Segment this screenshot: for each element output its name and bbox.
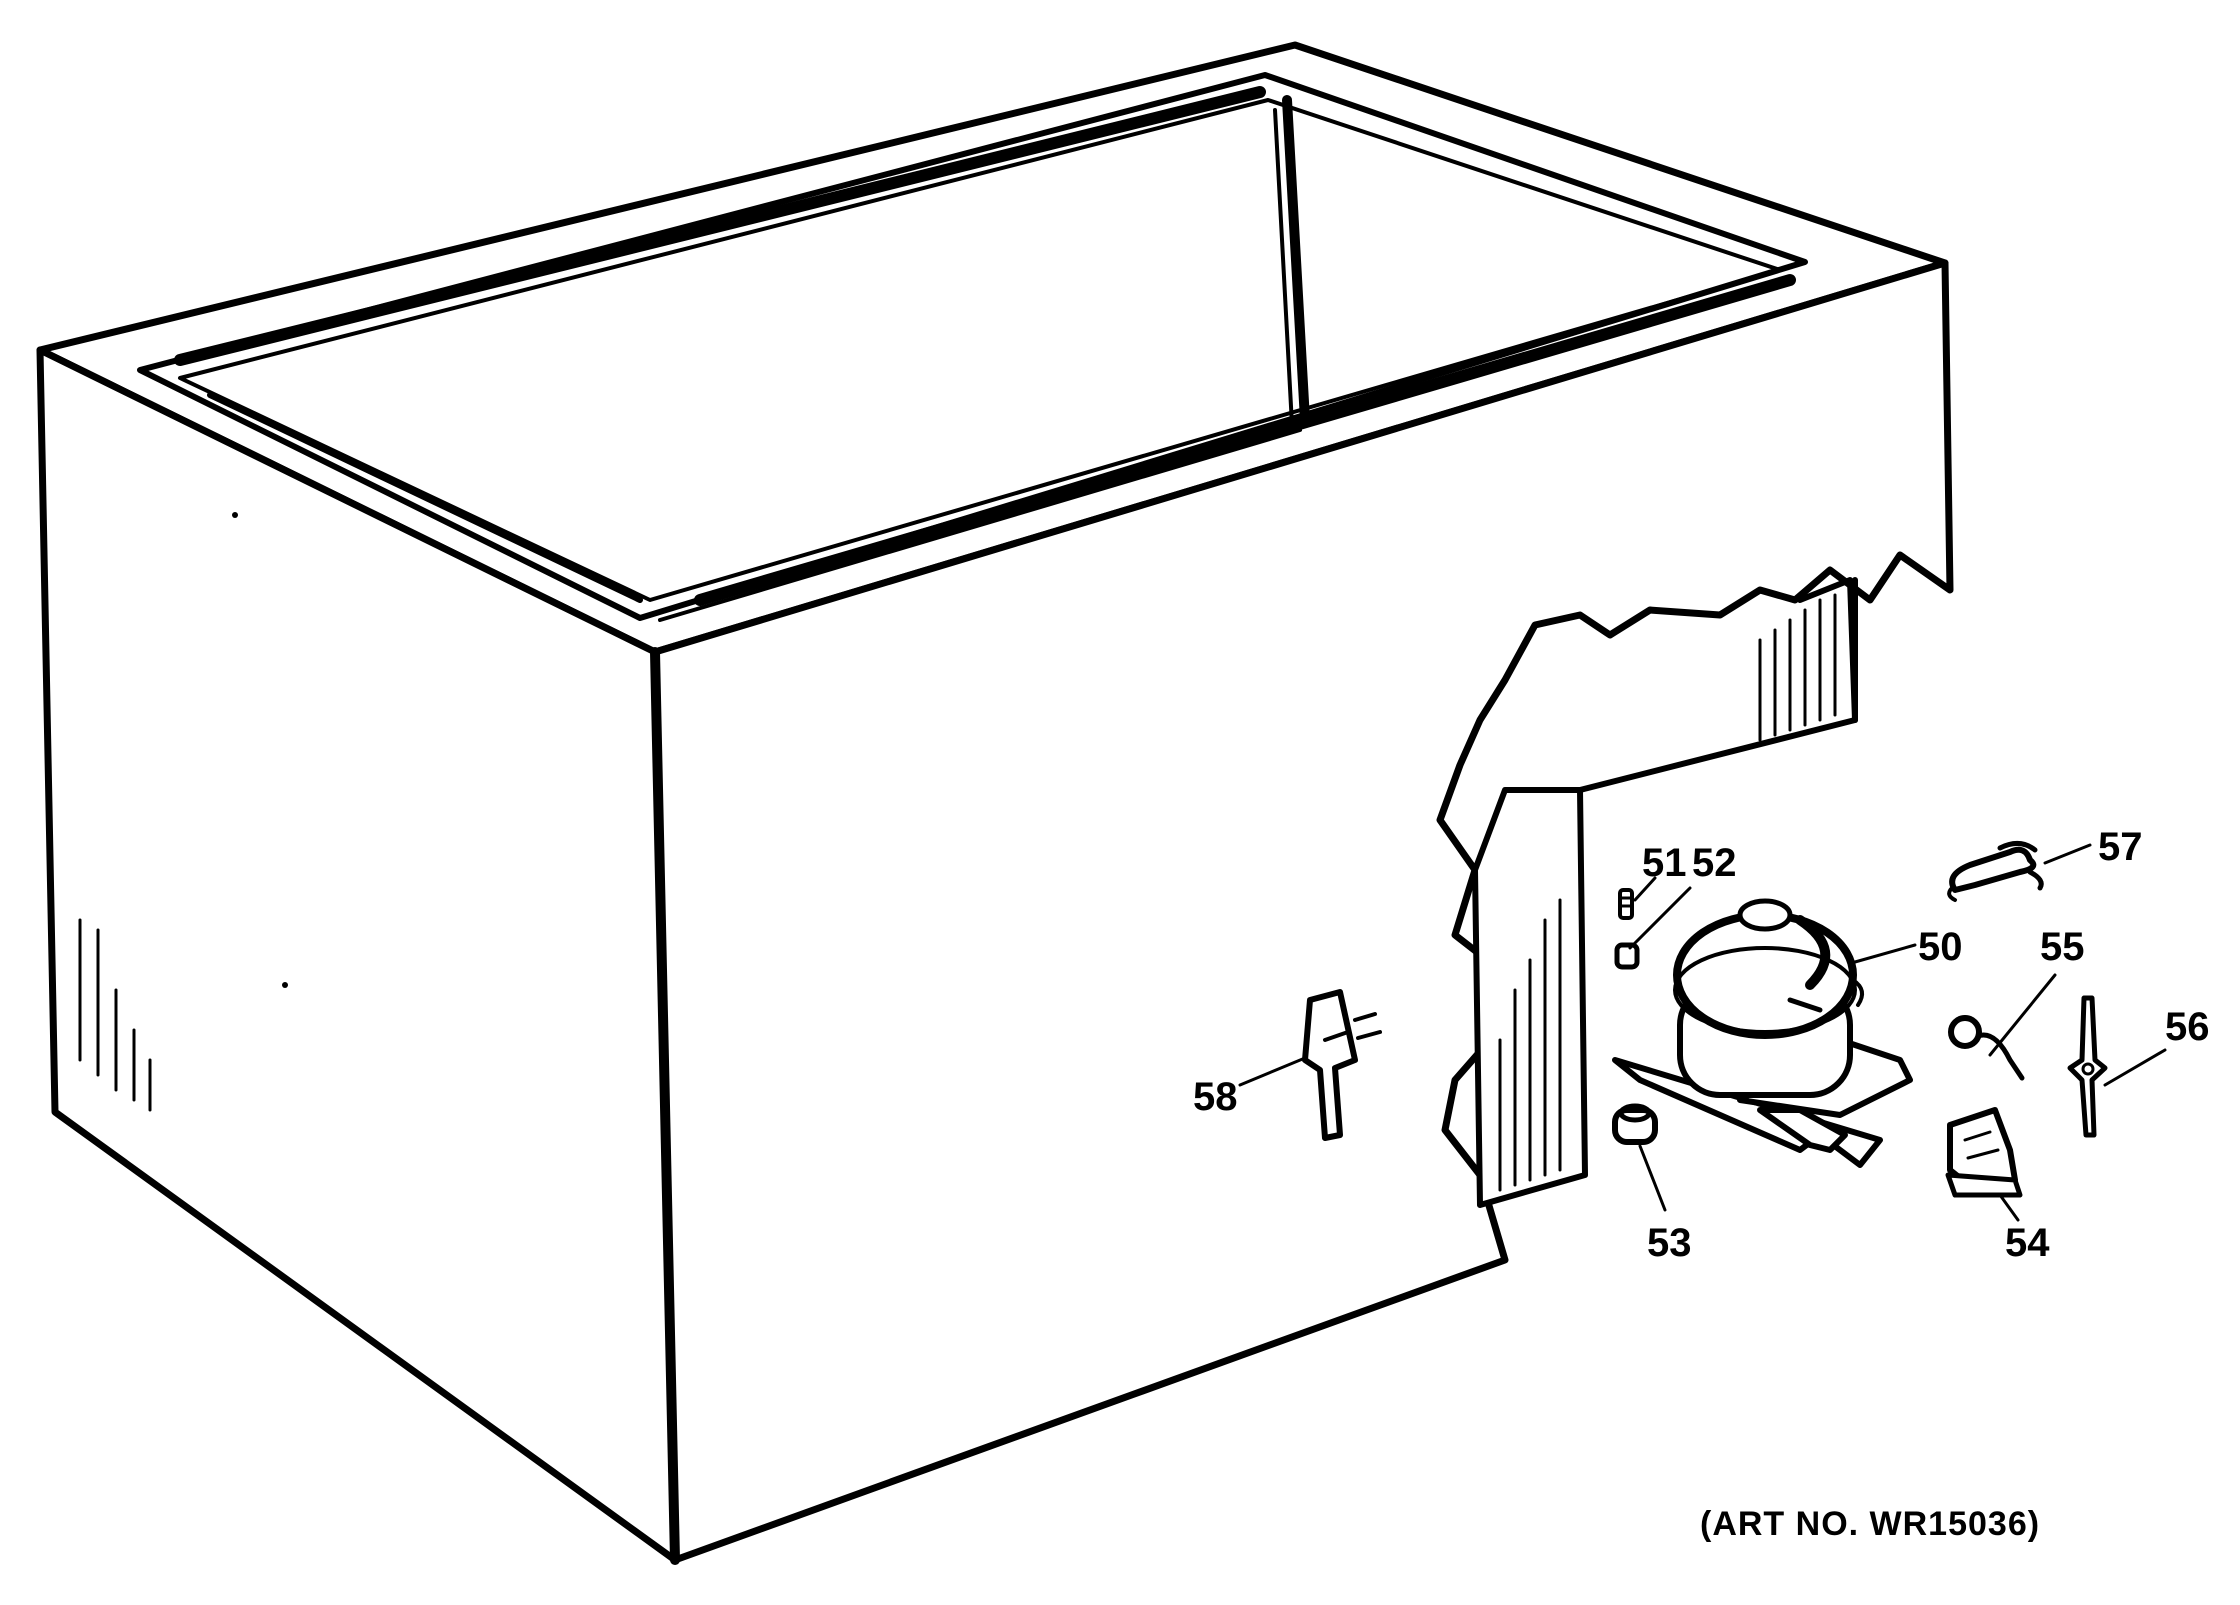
- overload-protector: [1948, 1015, 2025, 1081]
- callout-50: 50: [1918, 925, 1963, 969]
- scan-speck: [232, 512, 238, 518]
- wire-clamp: [1947, 841, 2044, 902]
- leader-57: [2043, 843, 2092, 865]
- relay: [1945, 1107, 2023, 1198]
- grommet: [1612, 1103, 1658, 1145]
- callout-54: 54: [2005, 1221, 2050, 1265]
- callout-51: 51: [1642, 841, 1687, 885]
- leader-52: [1628, 886, 1692, 950]
- callout-57: 57: [2098, 825, 2143, 869]
- callout-52: 52: [1692, 841, 1737, 885]
- callout-56: 56: [2165, 1005, 2210, 1049]
- leader-51: [1633, 876, 1657, 902]
- leader-50: [1853, 943, 1917, 964]
- leader-55: [1988, 973, 2057, 1057]
- leader-53: [1638, 1144, 1667, 1212]
- callout-58: 58: [1193, 1075, 1238, 1119]
- leader-lines: [1238, 843, 2167, 1222]
- screw: [1618, 888, 1634, 920]
- compressor: [1612, 898, 1913, 1168]
- shading-hatch: [78, 593, 1837, 1192]
- power-cord-plug: [1302, 989, 1382, 1141]
- sleeve: [1614, 942, 1640, 970]
- leader-58: [1238, 1056, 1307, 1087]
- freezer-cabinet: [36, 41, 1954, 1565]
- cover-clip: [2067, 995, 2108, 1138]
- leader-56: [2103, 1048, 2167, 1087]
- cabinet-opening: [137, 72, 1808, 621]
- art-number: (ART NO. WR15036): [1700, 1505, 2040, 1543]
- callout-labels: 50 51 52 53 54 55 56 57 58: [1193, 825, 2210, 1265]
- callout-55: 55: [2040, 925, 2085, 969]
- callout-53: 53: [1647, 1221, 1692, 1265]
- scan-speck: [282, 982, 288, 988]
- leader-54: [1998, 1193, 2020, 1222]
